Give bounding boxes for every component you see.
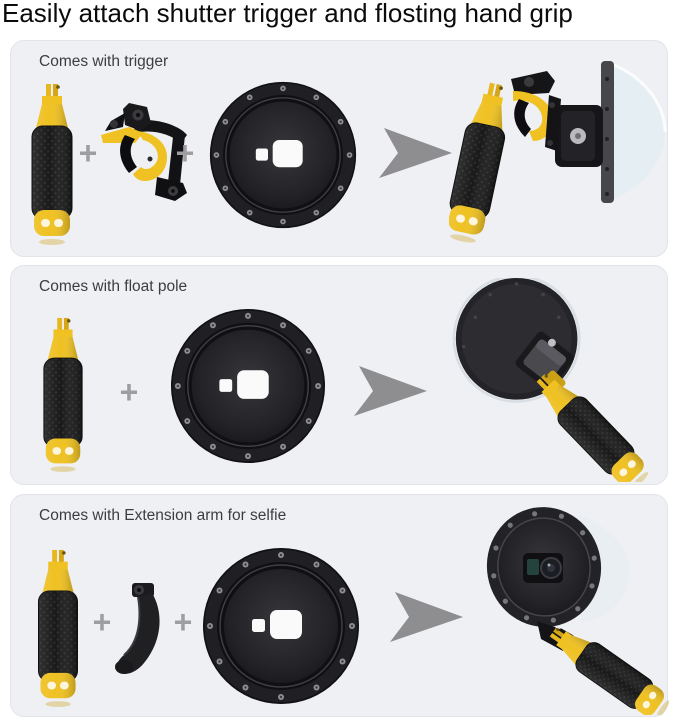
plus-icon: + <box>92 604 112 640</box>
arrow-right-icon <box>379 128 452 178</box>
page-title: Easily attach shutter trigger and flosti… <box>2 0 573 28</box>
floating-hand-grip-image <box>31 83 73 245</box>
panel-label: Comes with Extension arm for selfie <box>39 507 287 524</box>
panel-comes-with-extension-arm: Comes with Extension arm for selfie + + <box>10 494 669 717</box>
dome-port-image <box>209 81 357 229</box>
arrow-right-icon <box>354 366 427 416</box>
plus-icon: + <box>175 135 195 171</box>
assembled-float-pole-dome-image <box>452 278 649 482</box>
arrow-right-icon <box>390 592 463 642</box>
assembled-extension-arm-dome-image <box>486 507 669 715</box>
plus-icon: + <box>173 604 193 640</box>
dome-port-image <box>202 547 360 705</box>
plus-icon: + <box>78 135 98 171</box>
panel-label: Comes with float pole <box>39 278 188 295</box>
panel-label: Comes with trigger <box>39 53 169 70</box>
dome-port-image <box>170 308 326 464</box>
assembled-trigger-grip-dome-image <box>449 61 667 247</box>
plus-icon: + <box>119 374 139 410</box>
panel-comes-with-float-pole: Comes with float pole + <box>10 265 668 485</box>
floating-hand-grip-image <box>43 317 83 472</box>
floating-hand-grip-image <box>38 549 78 707</box>
panel-comes-with-trigger: Comes with trigger + + <box>10 40 668 257</box>
extension-arm-image <box>114 582 161 675</box>
